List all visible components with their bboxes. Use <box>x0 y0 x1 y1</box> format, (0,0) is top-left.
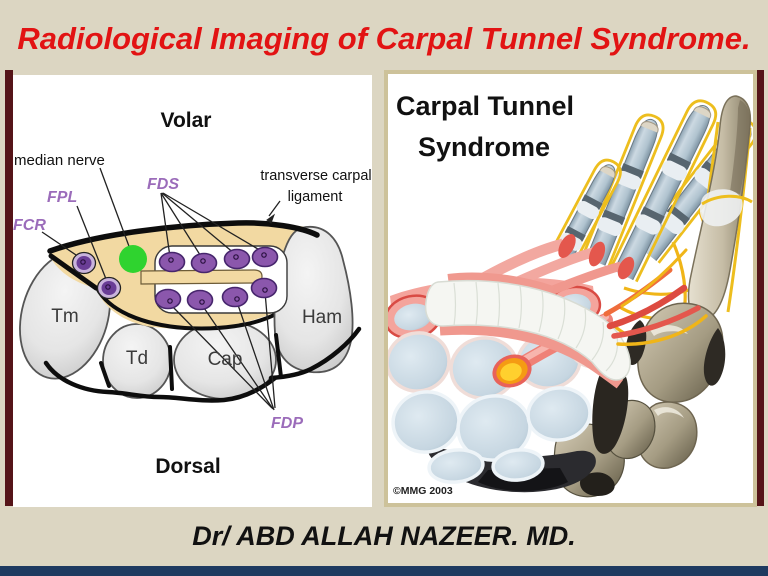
fpl-tendon <box>96 276 122 300</box>
bone-label-td: Td <box>126 348 148 369</box>
fds-label: FDS <box>147 176 179 193</box>
left-maroon-bar <box>5 70 13 506</box>
bone-hamate <box>273 226 354 374</box>
fds-tendon-row <box>158 246 279 274</box>
fcr-label: FCR <box>13 217 46 234</box>
cross-section-diagram: Tm Td Cap Ham Volar Dorsal median nerve … <box>13 109 372 478</box>
fcr-tendon <box>71 251 97 275</box>
median-nerve-circle <box>119 245 147 273</box>
ligament-fork-line <box>48 253 99 291</box>
median-nerve-tube <box>492 313 613 388</box>
hand-illustration-panel: Carpal Tunnel Syndrome ©MMG 2003 <box>384 70 757 507</box>
author-credit: Dr/ ABD ALLAH NAZEER. MD. <box>192 521 576 551</box>
ligament-line <box>47 220 320 254</box>
fingers <box>551 95 753 321</box>
dorsal-label: Dorsal <box>155 455 220 478</box>
index-bone-column <box>687 95 753 321</box>
ligament-band <box>424 272 631 389</box>
bone-label-cap: Cap <box>208 349 243 370</box>
illustration-credit: ©MMG 2003 <box>393 485 453 497</box>
illustration-title-line1: Carpal Tunnel <box>396 91 574 121</box>
carpal-arch-line <box>43 360 278 403</box>
fdp-label: FDP <box>271 415 303 432</box>
pointer-lines <box>41 167 281 411</box>
tendon-markers <box>167 252 268 305</box>
carpal-arch-line-right <box>268 326 362 381</box>
ligament-arrowhead <box>266 213 276 224</box>
slide-title: Radiological Imaging of Carpal Tunnel Sy… <box>17 21 751 56</box>
nerve-strands <box>603 248 708 346</box>
median-nerve-label: median nerve <box>14 152 105 169</box>
hand-illustration: Carpal Tunnel Syndrome ©MMG 2003 <box>388 91 753 498</box>
bone-gap-line-1 <box>99 361 111 388</box>
bottom-navy-bar <box>0 566 768 576</box>
cross-section-panel: Tm Td Cap Ham Volar Dorsal median nerve … <box>13 75 372 507</box>
right-maroon-bar <box>756 70 764 506</box>
ligament-label-line1: transverse carpal <box>260 168 371 184</box>
bone-gap-line-3 <box>274 333 283 379</box>
fpl-label: FPL <box>47 189 77 206</box>
bone-gap-line-2 <box>168 345 174 391</box>
bone-label-tm: Tm <box>51 306 78 327</box>
tunnel-bottom-line <box>95 286 278 331</box>
ligament-label-line2: ligament <box>288 189 343 205</box>
bone-label-ham: Ham <box>302 307 342 328</box>
volar-label: Volar <box>161 109 212 132</box>
illustration-title-line2: Syndrome <box>418 132 550 162</box>
fdp-tendon-row <box>154 277 278 311</box>
